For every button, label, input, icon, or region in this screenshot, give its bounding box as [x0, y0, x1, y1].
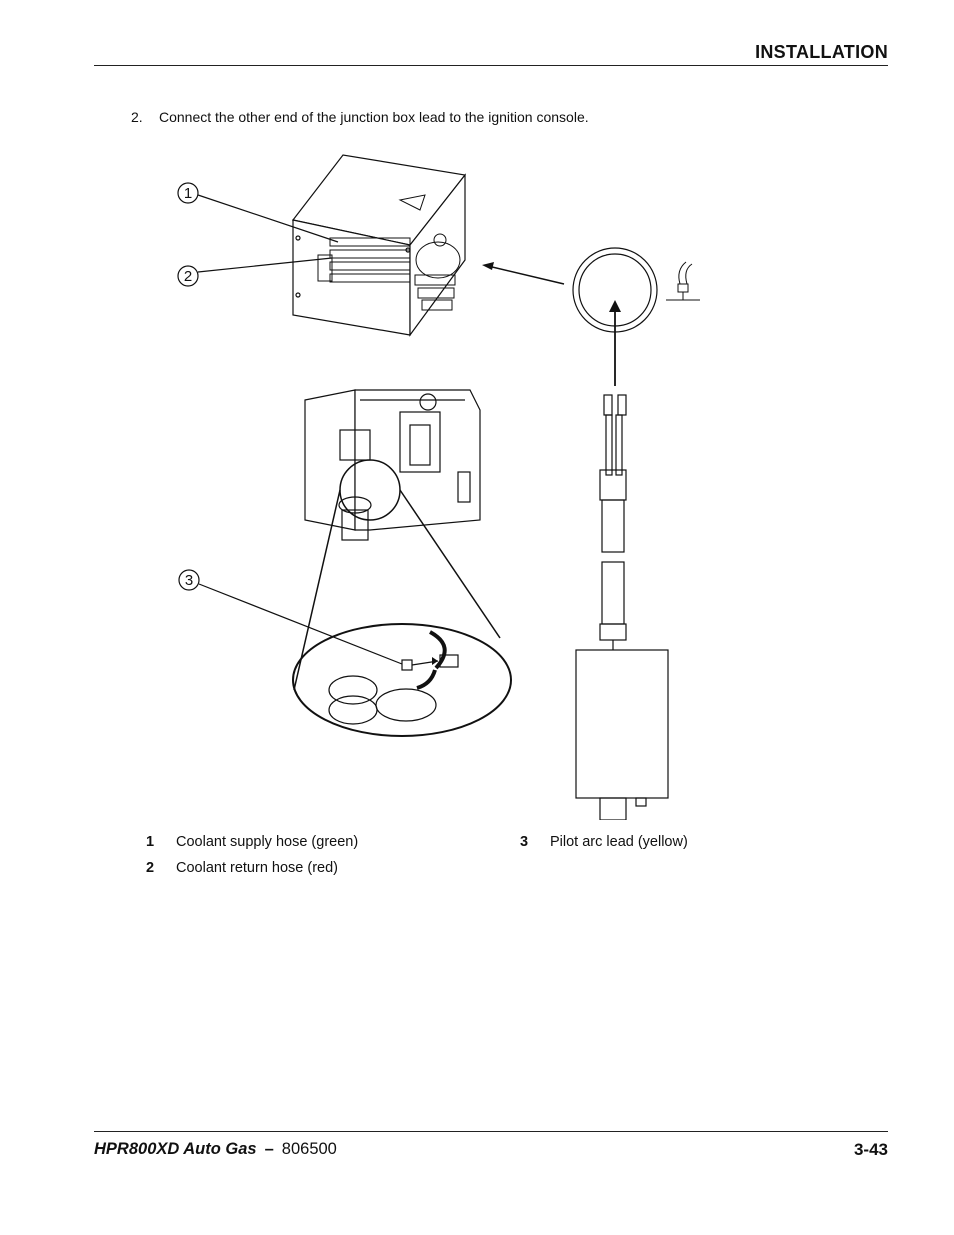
section-title: INSTALLATION	[755, 42, 888, 62]
installation-figure: 1 2	[170, 150, 730, 820]
legend-item: 3 Pilot arc lead (yellow)	[520, 829, 688, 855]
callout-3: 3	[178, 569, 403, 665]
zoom-detail	[292, 623, 512, 737]
legend-right: 3 Pilot arc lead (yellow)	[520, 829, 688, 855]
step-number: 2.	[131, 109, 143, 125]
legend-text: Pilot arc lead (yellow)	[550, 834, 688, 850]
legend-number: 3	[520, 834, 529, 850]
legend-left: 1 Coolant supply hose (green) 2 Coolant …	[146, 829, 358, 881]
footer-manual-info: HPR800XD Auto Gas–806500	[94, 1140, 337, 1159]
torch-icon	[666, 261, 700, 301]
part-number: 806500	[281, 1140, 337, 1158]
instruction-step: 2. Connect the other end of the junction …	[131, 109, 589, 125]
legend-item: 2 Coolant return hose (red)	[146, 855, 358, 881]
cable-assembly	[599, 394, 627, 650]
connector-detail	[482, 247, 700, 386]
legend-item: 1 Coolant supply hose (green)	[146, 829, 358, 855]
svg-text:3: 3	[185, 572, 193, 589]
manual-title: HPR800XD Auto Gas	[94, 1140, 257, 1158]
svg-text:1: 1	[184, 185, 192, 202]
legend-number: 2	[146, 860, 155, 876]
console-open-view	[304, 389, 481, 541]
legend-number: 1	[146, 834, 155, 850]
footer-separator: –	[264, 1140, 274, 1158]
page-number: 3-43	[853, 1140, 888, 1159]
header-rule	[94, 65, 888, 66]
step-text: Connect the other end of the junction bo…	[159, 109, 589, 125]
ignition-console-top	[291, 154, 467, 337]
callout-2: 2	[177, 257, 333, 287]
callout-1: 1	[177, 182, 339, 243]
footer-rule	[94, 1131, 888, 1132]
legend-text: Coolant return hose (red)	[176, 860, 338, 876]
ignition-console-box	[575, 649, 669, 820]
legend-text: Coolant supply hose (green)	[176, 834, 359, 850]
svg-text:2: 2	[184, 268, 192, 285]
